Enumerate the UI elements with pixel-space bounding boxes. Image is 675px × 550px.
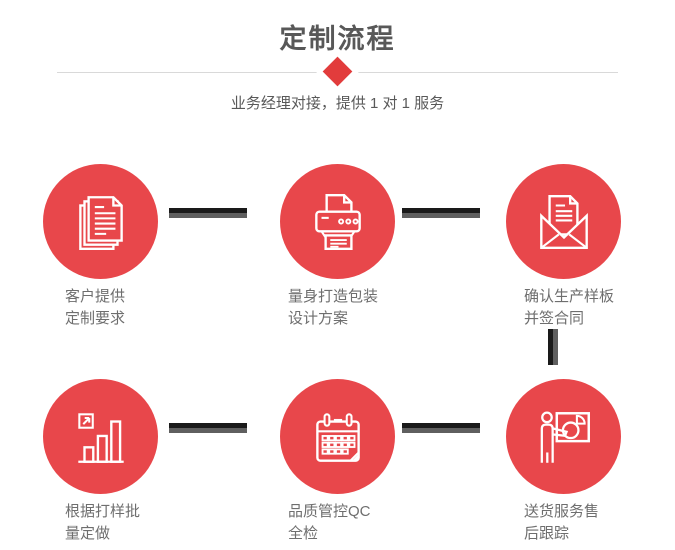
connector-step4-step5 [169,423,247,433]
step-label-line: 品质管控QC [288,503,371,520]
connector-step1-step2 [169,208,247,218]
step-circle-4 [43,379,158,494]
step-label-line: 量身打造包装 [288,288,379,305]
step-label-2: 量身打造包装 设计方案 [288,286,378,330]
step-label-line: 后跟踪 [524,525,570,542]
calendar-icon [315,412,360,462]
step-label-5: 品质管控QC 全检 [288,501,371,545]
step-circle-5 [280,379,395,494]
step-circle-2 [280,164,395,279]
step-label-6: 送货服务售 后跟踪 [524,501,599,545]
step-label-line: 设计方案 [288,310,349,327]
diamond-icon [322,56,353,87]
envelope-icon [539,194,588,249]
step-label-line: 量定做 [65,525,111,542]
step-circle-1 [43,164,158,279]
documents-icon [78,195,123,250]
step-label-line: 根据打样批 [65,503,141,520]
connector-step5-step6 [402,423,480,433]
step-label-line: 确认生产样板 [524,288,615,305]
step-label-line: 定制要求 [65,310,126,327]
page-title: 定制流程 [279,24,396,54]
presentation-icon [540,411,590,463]
step-label-line: 全检 [288,525,319,542]
connector-step3-step6 [548,329,558,365]
step-circle-6 [506,379,621,494]
step-label-3: 确认生产样板 并签合同 [524,286,614,330]
connector-step2-step3 [402,208,480,218]
page-subtitle: 业务经理对接，提供 1 对 1 服务 [230,95,445,112]
step-label-line: 客户提供 [65,288,126,305]
printer-icon [314,193,361,250]
bar-chart-icon [77,412,124,463]
step-label-4: 根据打样批 量定做 [65,501,140,545]
step-label-line: 并签合同 [524,310,585,327]
step-circle-3 [506,164,621,279]
step-label-line: 送货服务售 [524,503,600,520]
step-label-1: 客户提供 定制要求 [65,286,125,330]
